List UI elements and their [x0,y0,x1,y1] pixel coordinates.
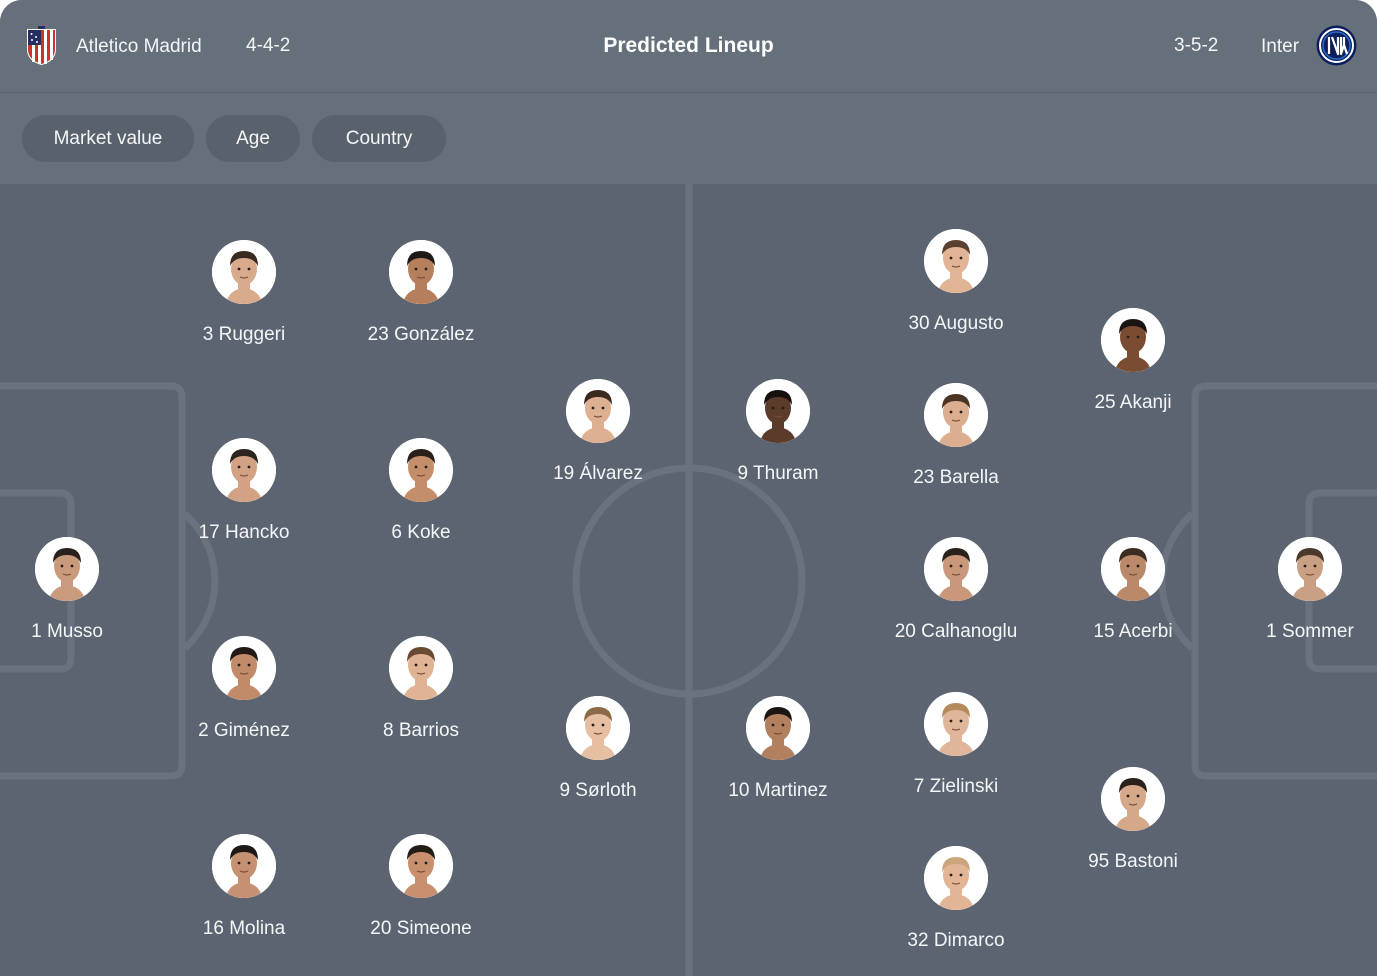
player-photo [1101,308,1165,372]
player-home-4[interactable]: 17 Hancko [164,438,324,542]
player-photo [566,696,630,760]
player-away-4[interactable]: 95 Bastoni [1053,767,1213,871]
player-name: 2 Giménez [198,720,290,741]
player-photo [212,636,276,700]
player-name: 15 Acerbi [1093,621,1173,642]
filter-age-button[interactable]: Age [206,115,300,162]
pitch: 1 Musso 3 Ruggeri 23 González 17 Hancko … [0,184,1377,976]
player-photo [924,383,988,447]
player-photo [746,379,810,443]
player-name: 20 Simeone [370,918,472,939]
player-home-9[interactable]: 20 Simeone [341,834,501,938]
filter-country-button[interactable]: Country [312,115,446,162]
player-name: 16 Molina [202,918,286,939]
player-away-7[interactable]: 20 Calhanoglu [876,537,1036,641]
player-away-6[interactable]: 23 Barella [876,383,1036,487]
filter-bar: Market value Age Country [0,93,1377,184]
player-away-9[interactable]: 32 Dimarco [876,846,1036,950]
player-away-3[interactable]: 15 Acerbi [1053,537,1213,641]
player-name: 23 Barella [913,467,999,488]
player-name: 9 Sørloth [559,780,637,801]
player-name: 19 Álvarez [553,463,643,484]
player-name: 10 Martinez [728,780,828,801]
player-home-6[interactable]: 2 Giménez [164,636,324,740]
player-name: 9 Thuram [737,463,819,484]
filter-market-value-button[interactable]: Market value [22,115,194,162]
player-away-11[interactable]: 10 Martinez [698,696,858,800]
player-photo [389,834,453,898]
player-photo [924,692,988,756]
player-photo [389,240,453,304]
player-photo [1101,767,1165,831]
player-name: 23 González [367,324,475,345]
player-home-7[interactable]: 8 Barrios [341,636,501,740]
player-photo [924,229,988,293]
player-home-3[interactable]: 23 González [341,240,501,344]
player-name: 1 Sommer [1266,621,1354,642]
player-name: 25 Akanji [1094,392,1172,413]
player-photo [1101,537,1165,601]
player-photo [212,834,276,898]
player-photo [746,696,810,760]
player-home-5[interactable]: 6 Koke [341,438,501,542]
player-name: 95 Bastoni [1088,851,1178,872]
away-team-name: Inter [1261,36,1300,57]
player-name: 30 Augusto [908,313,1004,334]
player-photo [1278,537,1342,601]
player-home-11[interactable]: 9 Sørloth [518,696,678,800]
player-away-2[interactable]: 25 Akanji [1053,308,1213,412]
player-name: 20 Calhanoglu [894,621,1018,642]
player-home-8[interactable]: 16 Molina [164,834,324,938]
player-home-1[interactable]: 1 Musso [0,537,147,641]
lineup-header: Atletico Madrid 4-4-2 Predicted Lineup 3… [0,0,1377,93]
atletico-madrid-crest-icon [27,26,56,65]
player-photo [212,240,276,304]
player-name: 32 Dimarco [907,930,1005,951]
away-formation: 3-5-2 [1174,35,1219,56]
player-name: 3 Ruggeri [202,324,286,345]
player-name: 7 Zielinski [913,776,999,797]
player-photo [212,438,276,502]
page-title: Predicted Lineup [603,34,774,57]
player-photo [389,636,453,700]
player-name: 6 Koke [391,522,451,543]
player-away-5[interactable]: 30 Augusto [876,229,1036,333]
inter-crest-icon [1316,25,1357,66]
player-name: 1 Musso [31,621,103,642]
player-photo [924,846,988,910]
player-photo [924,537,988,601]
player-photo [35,537,99,601]
player-away-10[interactable]: 9 Thuram [698,379,858,483]
home-team-name: Atletico Madrid [76,36,202,57]
player-photo [389,438,453,502]
player-name: 17 Hancko [198,522,290,543]
player-name: 8 Barrios [382,720,460,741]
player-home-10[interactable]: 19 Álvarez [518,379,678,483]
player-away-8[interactable]: 7 Zielinski [876,692,1036,796]
home-formation: 4-4-2 [246,35,291,56]
player-away-1[interactable]: 1 Sommer [1230,537,1377,641]
player-home-2[interactable]: 3 Ruggeri [164,240,324,344]
player-photo [566,379,630,443]
